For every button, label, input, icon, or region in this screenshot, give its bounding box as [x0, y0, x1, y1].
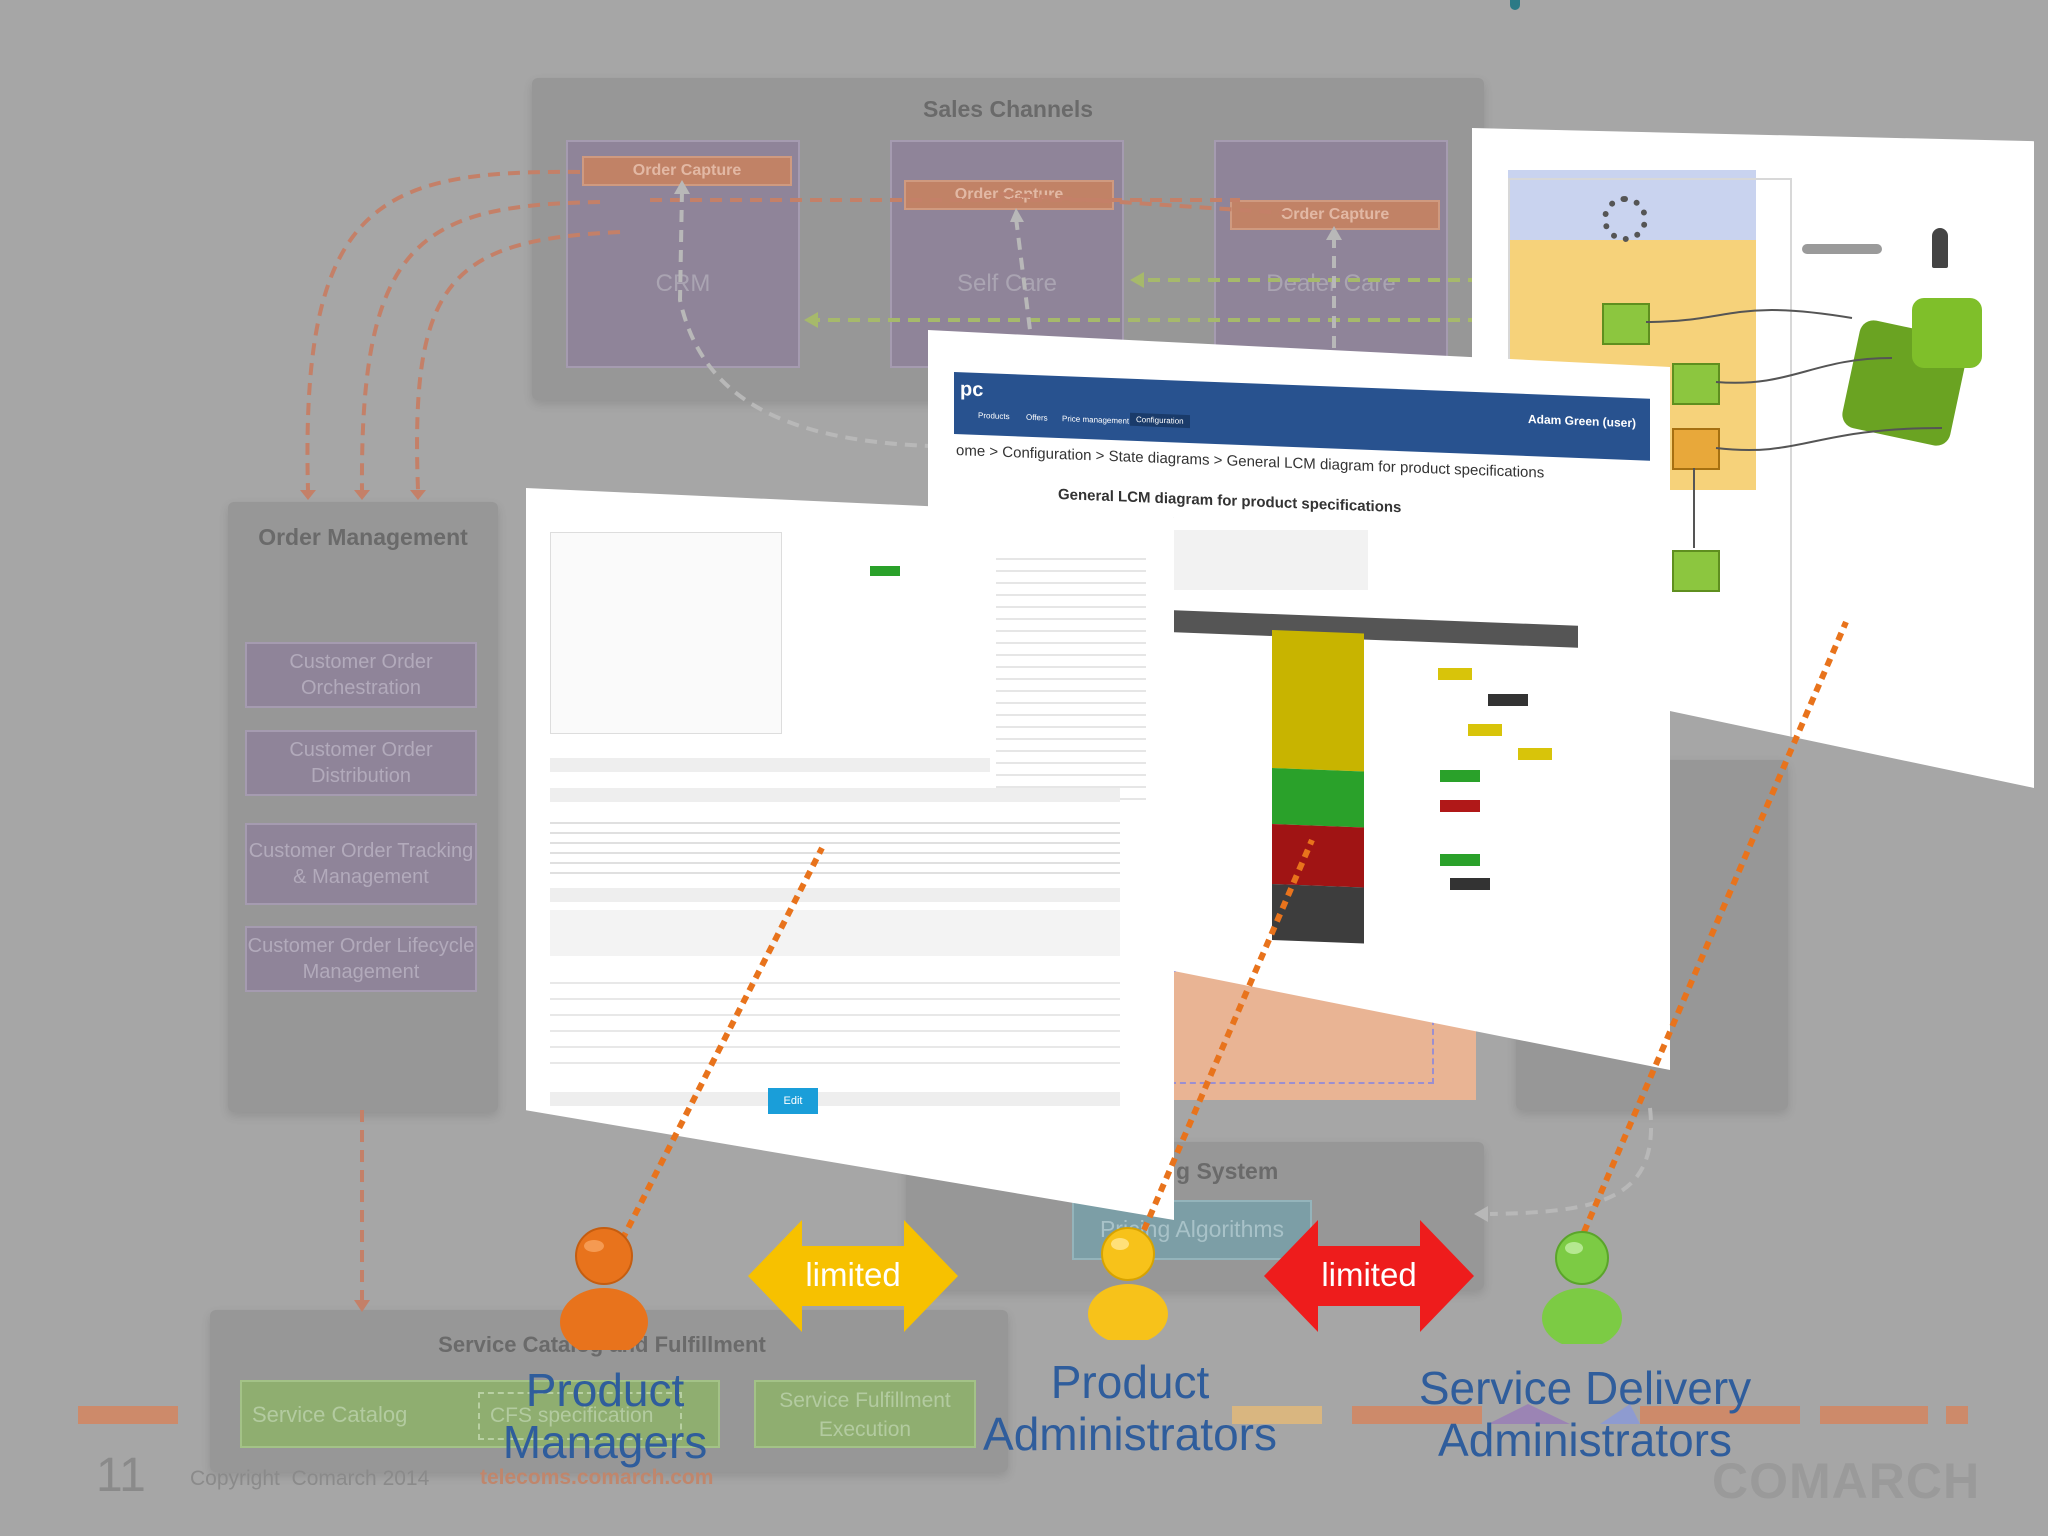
om-item-tracking: Customer Order Tracking & Management [245, 823, 477, 905]
om-item-orchestration: Customer Order Orchestration [245, 642, 477, 708]
transition-tag [1440, 800, 1480, 812]
diagram-lines [1645, 309, 1943, 548]
product-manager-person-icon [560, 1227, 648, 1350]
limited-arrow-left-label: limited [805, 1256, 901, 1293]
transition-tag [1440, 854, 1480, 866]
lcm-search-box [1168, 530, 1368, 590]
spec-drop-area [550, 910, 1120, 956]
footer-stripe [78, 1404, 1968, 1424]
channel-self-care: Self Care [890, 140, 1124, 368]
person-icon [1932, 228, 1948, 268]
cfs-spec-label: CFS specification [490, 1404, 654, 1427]
order-capture-tag: Order Capture [1230, 200, 1440, 230]
spec-table [550, 968, 1120, 1078]
puzzle-icon [1912, 298, 1982, 368]
spec-text-lines [550, 814, 1120, 874]
transition-tag [1438, 668, 1472, 680]
charging-title-fragment: g System [1176, 1158, 1279, 1184]
service-catalog-label: Service Catalog [252, 1402, 408, 1427]
channel-crm-label: CRM [655, 270, 711, 297]
cfs-spec-box: CFS specification [478, 1392, 682, 1440]
channel-self-care-label: Self Care [956, 270, 1058, 297]
om-item-lifecycle: Customer Order Lifecycle Management [245, 926, 477, 992]
gear-icon [1602, 196, 1648, 242]
order-capture-tag: Order Capture [582, 156, 792, 186]
channel-dealer-care-label: Dealer Care [1266, 270, 1396, 297]
process-node [1672, 550, 1720, 592]
process-node [1672, 363, 1720, 405]
transition-tag [1518, 748, 1552, 760]
transition-tag [1468, 724, 1502, 736]
sales-channels-title: Sales Channels [922, 96, 1094, 122]
order-management-title: Order Management [258, 524, 468, 550]
limited-arrow-left [748, 1220, 958, 1332]
transition-tag [1450, 878, 1490, 890]
spec-right-column [996, 548, 1146, 808]
copyright-text: Copyright Comarch 2014 [190, 1467, 430, 1490]
service-fulfillment-label: Service Fulfillment Execution [779, 1389, 951, 1441]
comarch-logo: COMARCH [1712, 1453, 1981, 1509]
spec-status-badge [870, 566, 900, 576]
spec-section-bar [550, 888, 1120, 902]
limited-arrow-right-label: limited [1321, 1256, 1417, 1293]
limited-arrow-right [1264, 1220, 1474, 1332]
service-catalog-box: Service Catalog CFS specification [240, 1380, 720, 1448]
top-mark [1510, 0, 1520, 10]
product-admin-person-icon [1088, 1227, 1168, 1340]
order-management-panel: Order Management [228, 502, 498, 1112]
spec-section-bar [550, 758, 990, 772]
om-item-distribution: Customer Order Distribution [245, 730, 477, 796]
role-product-administrators: Product Administrators [983, 1356, 1277, 1460]
diagram-connector [1802, 244, 1882, 254]
service-delivery-admin-person-icon [1542, 1231, 1622, 1344]
spec-save-button[interactable]: Edit [768, 1088, 818, 1114]
role-product-managers: Product Managers [502, 1364, 708, 1468]
page-number: 11 [96, 1449, 146, 1502]
footer-url[interactable]: telecoms.comarch.com [480, 1466, 714, 1489]
role-service-delivery-administrators: Service Delivery Administrators [1418, 1362, 1752, 1466]
transition-tag [1488, 694, 1528, 706]
service-fulfillment-box: Service Fulfillment Execution [754, 1380, 976, 1448]
process-node [1602, 303, 1650, 345]
spec-section-bar [550, 788, 1120, 802]
transition-tag [1440, 770, 1480, 782]
spec-form-block [550, 532, 782, 734]
